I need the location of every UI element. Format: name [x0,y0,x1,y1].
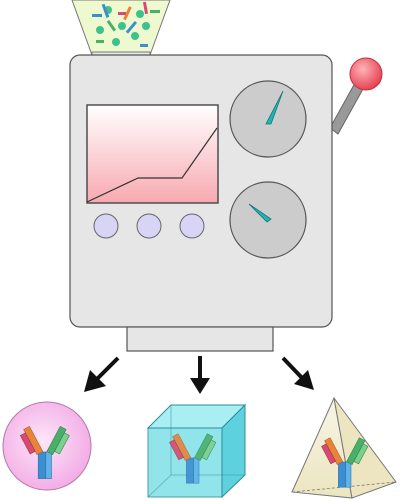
output-arrows [84,356,314,394]
arrow-down-icon [190,356,210,394]
hopper [71,0,171,59]
machine-base [126,326,274,352]
arrow-right-icon [281,356,314,390]
arrow-left-icon [84,356,120,392]
gauge-top [229,80,307,158]
output-pyramid [291,396,397,499]
output-sphere [2,401,92,491]
monitor-screen [86,104,219,204]
control-buttons [93,213,205,239]
screen-graph-line [86,127,218,203]
button-3-icon [179,213,205,239]
hopper-contents [92,1,160,47]
gauge-bottom [229,181,307,259]
output-cube [146,403,247,499]
lever [329,57,383,135]
button-1-icon [93,213,119,239]
button-2-icon [136,213,162,239]
knob-icon [349,57,383,91]
